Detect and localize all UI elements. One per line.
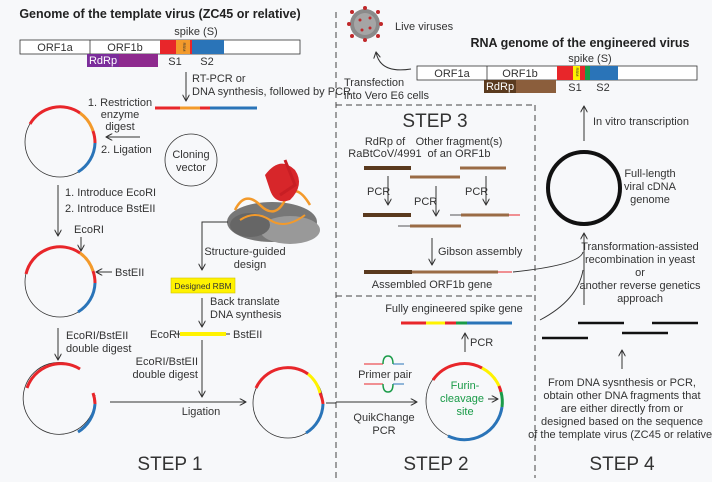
cdna-plasmid (546, 150, 622, 226)
other-line1: Other fragment(s) (416, 136, 503, 148)
gibson-label: Gibson assembly (438, 246, 523, 258)
recomb-line1: Transformation-assisted (581, 241, 699, 253)
cloning-line2: vector (176, 162, 206, 174)
ligation2-label: 2. Ligation (101, 144, 152, 156)
step4-label: STEP 4 (589, 454, 655, 475)
ligation-label: Ligation (182, 406, 221, 418)
protein-structure-image (227, 159, 320, 244)
virus-image (347, 6, 383, 42)
frag-ecori: EcoRI (150, 329, 180, 341)
digest-left-line2: double digest (66, 343, 131, 355)
orf1b-to-genome-curve (512, 251, 584, 273)
quikchange-line2: PCR (372, 425, 395, 437)
furin-line3: site (456, 406, 473, 418)
furin-line2: cleavage (440, 393, 484, 405)
digest-mid-line1: EcoRI/BstEII (136, 356, 198, 368)
frag-bsteii: BstEII (233, 329, 262, 341)
pcr-label-1: PCR (367, 186, 390, 198)
designed-rbm-box (170, 277, 236, 294)
recomb-line4: another reverse genetics (579, 280, 701, 292)
template-orf1a: ORF1a (37, 42, 73, 54)
rtpcr-line2: DNA synthesis, followed by PCR (192, 86, 351, 98)
digest-mid-line2: double digest (133, 369, 198, 381)
engineered-s2: S2 (596, 82, 609, 94)
restriction-line2: enzyme (101, 109, 140, 121)
cloning-line1: Cloning (172, 149, 209, 161)
template-rbm-label: RBM (182, 43, 187, 52)
pcr-label-3: PCR (465, 186, 488, 198)
other-line2: of an ORF1b (428, 148, 491, 160)
template-genome-title: Genome of the template virus (ZC45 or re… (19, 7, 300, 21)
template-genome: Genome of the template virus (ZC45 or re… (19, 7, 300, 68)
assembled-label: Assembled ORF1b gene (372, 279, 492, 291)
from-line3: are either directly from or (561, 403, 684, 415)
from-line1: From DNA sysnthesis or PCR, (548, 377, 696, 389)
pcr-label-2: PCR (414, 196, 437, 208)
from-line4: designed based on the sequence (541, 416, 703, 428)
recomb-line2: recombination in yeast (585, 254, 695, 266)
plasmid-3 (22, 362, 97, 435)
structure-line2: design (234, 259, 266, 271)
bsteii-label-p2: BstEII (115, 267, 144, 279)
from-line5: of the template virus (ZC45 or relative) (528, 429, 712, 441)
primer-pair-label: Primer pair (358, 369, 412, 381)
designed-rbm-label: Designed RBM (174, 281, 231, 291)
engineered-orf1b: ORF1b (502, 68, 537, 80)
step3-label: STEP 3 (402, 111, 467, 132)
template-spike-label: spike (S) (174, 26, 217, 38)
rdrp-line2: RaBtCoV/4991 (348, 148, 421, 160)
transfection-line2: into Vero E6 cells (344, 90, 429, 102)
restriction-line1: 1. Restriction (88, 97, 152, 109)
dna-fragments (542, 321, 698, 340)
digest-left-line1: EcoRI/BstEII (66, 330, 128, 342)
dashed-dividers (335, 12, 536, 478)
rtpcr-line1: RT-PCR or (192, 73, 246, 85)
template-rdrp: RdRp (89, 55, 117, 67)
engineered-rbm-label: RBM (575, 68, 580, 77)
structure-arrow (202, 221, 228, 270)
engineered-genome: spike (S) ORF1a ORF1b RBM RdRp S1 S2 (416, 53, 698, 94)
engineered-orf1a: ORF1a (434, 68, 470, 80)
furin-line1: Furin- (451, 380, 480, 392)
cdna-line3: genome (630, 194, 670, 206)
quikchange-line1: QuikChange (353, 412, 414, 424)
recomb-line3: or (635, 267, 645, 279)
rdrp-line1: RdRp of (365, 136, 406, 148)
back-line2: DNA synthesis (210, 309, 282, 321)
in-vitro-label: In vitro transcription (593, 116, 689, 128)
template-s1: S1 (168, 56, 181, 68)
structure-line1: Structure-guided (204, 246, 285, 258)
transfection-arrow (376, 52, 412, 71)
step1-label: STEP 1 (137, 454, 202, 475)
step3-fragments (363, 166, 520, 274)
template-orf1b: ORF1b (107, 42, 142, 54)
step2-pcr-label: PCR (470, 337, 493, 349)
recomb-line5: approach (617, 293, 663, 305)
introduce2: 2. Introduce BstEII (65, 203, 156, 215)
step2-label: STEP 2 (403, 454, 468, 475)
plasmid-1 (24, 105, 97, 178)
spike-gene-label: Fully engineered spike gene (385, 303, 523, 315)
primer-pair (364, 355, 404, 393)
from-line2: obtain other DNA fragments that (543, 390, 700, 402)
template-s2: S2 (200, 56, 213, 68)
cloning-vector-circle (164, 133, 218, 187)
restriction-line3: digest (105, 121, 134, 133)
live-viruses-label: Live viruses (395, 21, 454, 33)
engineered-rdrp: RdRp (486, 81, 514, 93)
plasmid-4 (252, 366, 325, 439)
plasmid-5 (425, 362, 504, 442)
engineered-spike-label: spike (S) (568, 53, 611, 65)
back-line1: Back translate (210, 296, 280, 308)
cdna-line1: Full-length (624, 168, 675, 180)
transfection-line1: Transfection (344, 77, 404, 89)
cdna-line2: viral cDNA (624, 181, 677, 193)
engineered-s1: S1 (568, 82, 581, 94)
plasmid-2 (24, 245, 97, 318)
engineered-genome-title: RNA genome of the engineered virus (470, 36, 689, 50)
spike-to-genome-curve (539, 269, 584, 321)
ecori-label-p2: EcoRI (74, 224, 104, 236)
introduce1: 1. Introduce EcoRI (65, 187, 156, 199)
